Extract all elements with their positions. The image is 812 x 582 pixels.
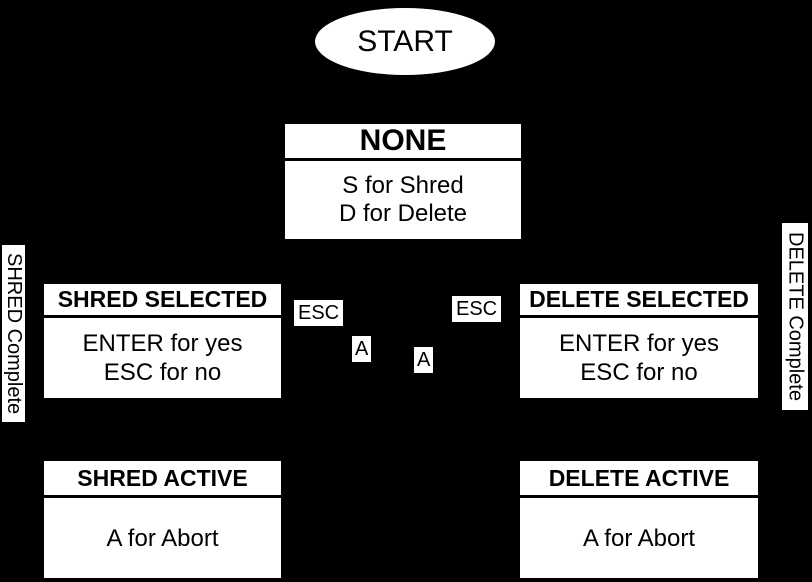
- state-delete-active-title: DELETE ACTIVE: [520, 461, 758, 498]
- edge-label-esc-left: ESC: [294, 300, 344, 326]
- state-shred-active-line1: A for Abort: [106, 524, 219, 552]
- state-delete-active-body: A for Abort: [520, 498, 758, 578]
- state-shred-selected: SHRED SELECTED ENTER for yes ESC for no: [44, 284, 281, 398]
- state-shred-selected-line2: ESC for no: [103, 359, 222, 386]
- state-shred-selected-title: SHRED SELECTED: [44, 284, 281, 318]
- state-shred-active: SHRED ACTIVE A for Abort: [44, 461, 281, 578]
- start-node-label: START: [357, 24, 453, 58]
- state-none-title: NONE: [285, 124, 521, 161]
- edge-label-abort-right: A: [414, 347, 434, 373]
- state-shred-selected-line1: ENTER for yes: [82, 330, 243, 357]
- state-delete-selected-line1: ENTER for yes: [558, 330, 720, 357]
- state-shred-active-body: A for Abort: [44, 498, 281, 578]
- state-delete-selected-line2: ESC for no: [580, 359, 698, 386]
- state-none-body: S for Shred D for Delete: [285, 161, 521, 239]
- state-delete-selected: DELETE SELECTED ENTER for yes ESC for no: [520, 284, 758, 398]
- side-label-shred-complete: SHRED Complete: [2, 245, 25, 422]
- state-delete-active-line1: A for Abort: [582, 524, 696, 552]
- state-none-line2: D for Delete: [338, 200, 468, 227]
- state-none: NONE S for Shred D for Delete: [285, 124, 521, 239]
- side-label-delete-complete: DELETE Complete: [782, 223, 808, 410]
- state-delete-active: DELETE ACTIVE A for Abort: [520, 461, 758, 578]
- edge-label-esc-right: ESC: [452, 296, 502, 322]
- state-shred-active-title: SHRED ACTIVE: [44, 461, 281, 498]
- state-delete-selected-body: ENTER for yes ESC for no: [520, 318, 758, 398]
- start-node: START: [315, 8, 495, 75]
- state-delete-selected-title: DELETE SELECTED: [520, 284, 758, 318]
- state-shred-selected-body: ENTER for yes ESC for no: [44, 318, 281, 398]
- edge-label-abort-left: A: [352, 336, 372, 362]
- state-none-line1: S for Shred: [342, 172, 464, 199]
